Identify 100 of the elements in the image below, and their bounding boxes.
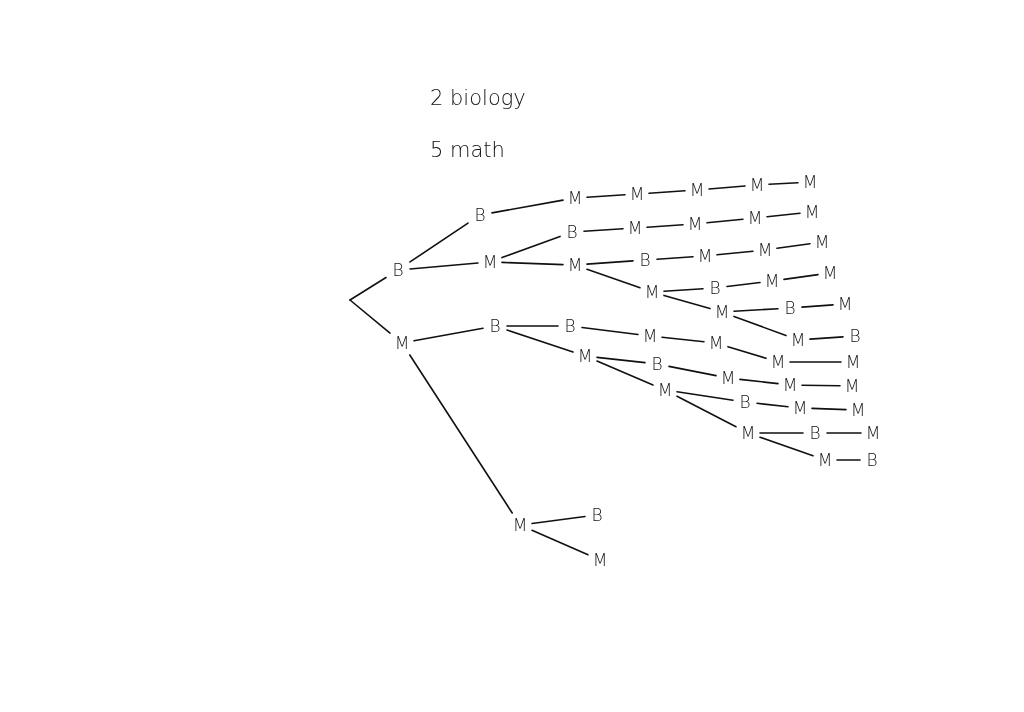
connector-line: [809, 336, 844, 340]
node-letter: B: [650, 354, 664, 374]
connector-line: [663, 287, 704, 293]
node-letter: M: [626, 218, 644, 238]
node-letter: M: [566, 188, 584, 208]
node-letter: M: [656, 380, 674, 400]
node-letter: M: [821, 263, 839, 283]
connector-line: [661, 336, 705, 343]
connector-line: [596, 356, 646, 364]
connector-line: [501, 261, 564, 266]
node-letter: M: [756, 240, 774, 260]
connector-line: [668, 365, 717, 377]
node-letter: M: [781, 375, 799, 395]
connector-line: [759, 436, 814, 457]
node-letter: M: [789, 330, 807, 350]
connector-line: [759, 432, 804, 434]
node-letter: B: [738, 392, 752, 412]
node-letter: M: [801, 172, 819, 192]
connector-line: [648, 190, 686, 194]
connector-line: [706, 218, 744, 224]
connector-line: [586, 268, 641, 289]
connector-line: [349, 299, 391, 334]
connector-line: [583, 227, 624, 233]
node-letter: M: [707, 333, 725, 353]
connector-line: [801, 304, 834, 308]
node-letter: B: [708, 278, 722, 298]
connector-line: [783, 273, 819, 281]
node-letter: M: [688, 180, 706, 200]
node-letter: B: [808, 423, 822, 443]
connector-line: [676, 395, 737, 428]
connector-line: [776, 242, 811, 250]
connector-line: [506, 329, 574, 353]
connector-line: [726, 281, 761, 288]
node-letter: M: [763, 271, 781, 291]
node-letter: M: [864, 423, 882, 443]
connector-line: [491, 199, 564, 214]
node-letter: M: [641, 326, 659, 346]
connector-line: [531, 529, 589, 556]
connector-line: [826, 432, 862, 434]
connector-line: [756, 402, 789, 408]
node-letter: M: [481, 252, 499, 272]
node-letter: M: [769, 352, 787, 372]
node-letter: M: [576, 346, 594, 366]
node-letter: M: [813, 232, 831, 252]
node-letter: B: [473, 205, 487, 225]
connector-line: [789, 361, 842, 363]
connector-line: [586, 260, 634, 265]
connector-line: [409, 222, 469, 263]
connector-line: [801, 384, 841, 387]
node-letter: M: [566, 255, 584, 275]
connector-line: [531, 515, 586, 525]
node-letter: M: [746, 208, 764, 228]
node-letter: B: [565, 222, 579, 242]
connector-line: [409, 262, 479, 270]
node-letter: M: [511, 515, 529, 535]
connector-line: [586, 193, 626, 199]
node-letter: B: [848, 326, 862, 346]
connector-line: [811, 407, 847, 411]
node-letter: M: [739, 423, 757, 443]
connector-line: [768, 181, 799, 186]
connector-line: [646, 224, 684, 228]
node-letter: B: [488, 316, 502, 336]
node-letter: B: [590, 505, 604, 525]
node-letter: M: [816, 450, 834, 470]
connector-line: [766, 212, 801, 218]
connector-line: [349, 276, 387, 301]
node-letter: B: [783, 298, 797, 318]
node-letter: M: [643, 282, 661, 302]
connector-line: [506, 325, 559, 327]
node-letter: B: [563, 316, 577, 336]
connector-line: [408, 354, 513, 514]
node-letter: M: [628, 184, 646, 204]
node-letter: M: [591, 550, 609, 570]
connector-line: [733, 315, 787, 337]
node-letter: M: [686, 214, 704, 234]
node-letter: M: [791, 398, 809, 418]
node-letter: B: [638, 250, 652, 270]
connector-line: [708, 185, 746, 190]
node-letter: M: [696, 246, 714, 266]
node-letter: M: [836, 294, 854, 314]
node-letter: B: [391, 260, 405, 280]
node-letter: M: [843, 376, 861, 396]
connector-line: [733, 307, 779, 313]
note-text: 2 biology: [430, 86, 526, 110]
connector-line: [716, 250, 754, 256]
connector-line: [581, 326, 639, 336]
node-letter: M: [803, 202, 821, 222]
node-letter: M: [748, 175, 766, 195]
connector-line: [413, 327, 484, 342]
node-letter: M: [719, 368, 737, 388]
node-letter: M: [844, 352, 862, 372]
connector-line: [676, 391, 734, 401]
connector-line: [727, 345, 767, 360]
connector-line: [596, 360, 654, 386]
node-letter: B: [865, 450, 879, 470]
connector-line: [836, 459, 861, 461]
connector-line: [656, 256, 694, 260]
connector-line: [663, 294, 711, 310]
connector-line: [501, 235, 561, 259]
node-letter: M: [713, 302, 731, 322]
